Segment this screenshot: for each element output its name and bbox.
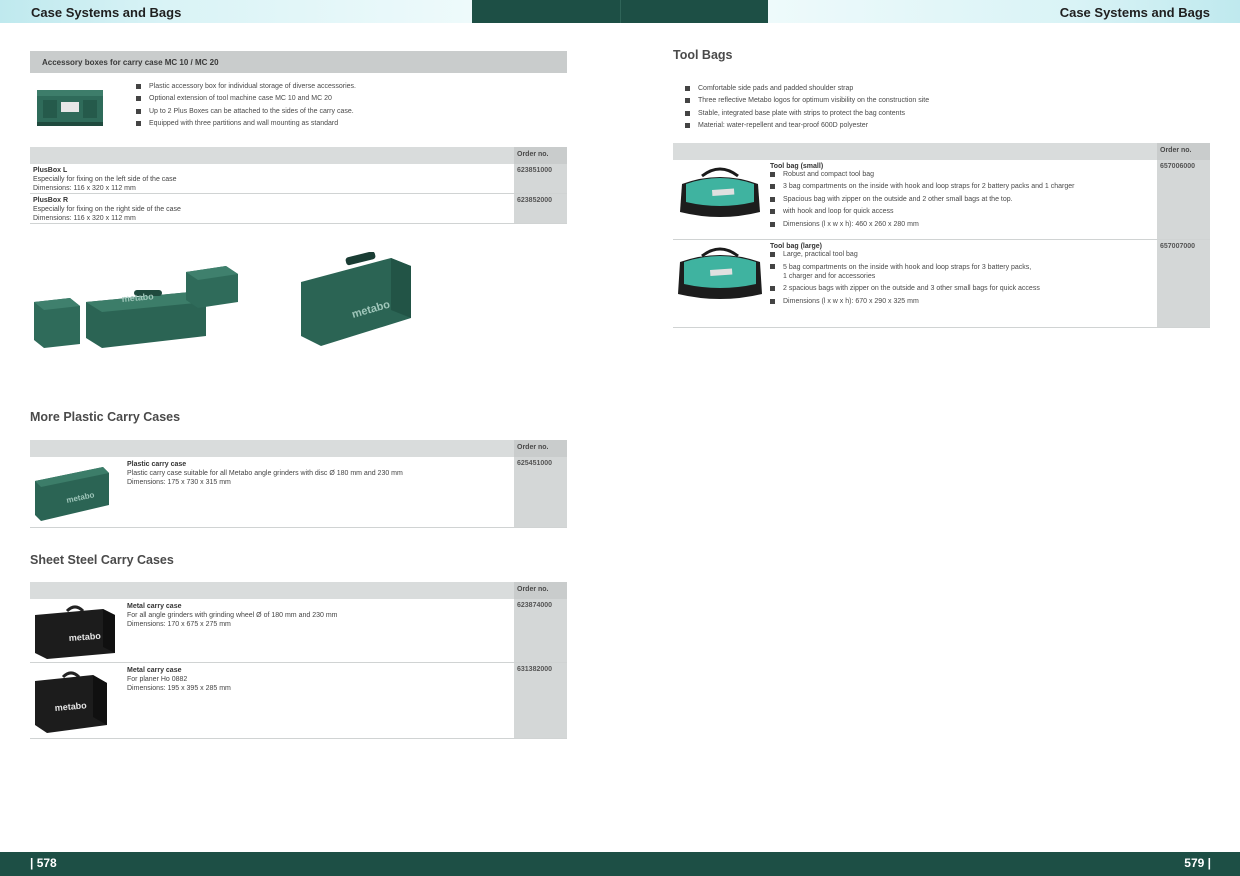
accessory-section-label: Accessory boxes for carry case MC 10 / M… — [42, 58, 219, 67]
product-title: Plastic carry case — [127, 461, 187, 468]
list-item: Equipped with three partitions and wall … — [136, 118, 356, 130]
table-row: PlusBox R Especially for fixing on the r… — [30, 194, 567, 224]
order-column — [1157, 160, 1210, 328]
order-number: 631382000 — [517, 666, 553, 673]
order-number: 623852000 — [517, 197, 553, 204]
order-column-header: Order no. — [1157, 143, 1210, 160]
tool-bags-table: Order no. Tool bag (small) Robust and co… — [673, 143, 1210, 328]
table-header — [30, 147, 514, 164]
list-item: with hook and loop for quick access — [770, 206, 1074, 218]
metal-carry-case-image: metabo — [35, 605, 115, 659]
list-item: Up to 2 Plus Boxes can be attached to th… — [136, 106, 356, 118]
product-dimensions: Dimensions: 175 x 730 x 315 mm — [127, 479, 231, 486]
tool-bags-bullet-list: Comfortable side pads and padded shoulde… — [685, 83, 929, 133]
list-item: Comfortable side pads and padded shoulde… — [685, 83, 929, 95]
case-logo-text: metabo — [121, 291, 154, 304]
page-number-right: 579 | — [1184, 856, 1211, 870]
order-number: 625451000 — [517, 460, 553, 467]
tool-bag-small-image — [680, 167, 760, 217]
table-row: metabo Plastic carry case Plastic carry … — [30, 457, 567, 528]
tool-bag-large-bullets: Large, practical tool bag 5 bag compartm… — [770, 249, 1040, 308]
product-title: PlusBox R — [33, 197, 69, 204]
list-item: Material: water-repellent and tear-proof… — [685, 120, 929, 132]
product-desc: Especially for fixing on the right side … — [33, 206, 181, 213]
plastic-cases-heading: More Plastic Carry Cases — [30, 410, 181, 424]
list-item: Robust and compact tool bag — [770, 169, 1074, 181]
order-column-header: Order no. — [514, 147, 567, 164]
table-row: PlusBox L Especially for fixing on the l… — [30, 164, 567, 194]
metal-carry-case-image: metabo — [35, 671, 107, 733]
header-right-band — [768, 0, 1240, 23]
table-header — [30, 440, 514, 457]
list-item: 3 bag compartments on the inside with ho… — [770, 181, 1074, 193]
order-column — [514, 164, 567, 224]
table-row: metabo Metal carry case For all angle gr… — [30, 599, 567, 663]
order-number: 657007000 — [1160, 243, 1196, 250]
case-logo-text: metabo — [54, 700, 87, 713]
large-plastic-case-image: metabo — [301, 252, 411, 346]
order-column-header: Order no. — [514, 582, 567, 599]
product-title: Tool bag (small) — [770, 163, 824, 170]
list-item: Stable, integrated base plate with strip… — [685, 108, 929, 120]
table-header — [30, 582, 514, 599]
table-row: Tool bag (small) Robust and compact tool… — [673, 160, 1210, 240]
order-number: 623851000 — [517, 167, 553, 174]
product-title: PlusBox L — [33, 167, 68, 174]
list-item: 5 bag compartments on the inside with ho… — [770, 261, 1040, 283]
accessory-section-bar: Accessory boxes for carry case MC 10 / M… — [30, 51, 567, 73]
accessory-bullet-list: Plastic accessory box for individual sto… — [136, 81, 356, 131]
product-desc: For all angle grinders with grinding whe… — [127, 612, 338, 619]
list-item: Dimensions (l x w x h): 460 x 260 x 280 … — [770, 219, 1074, 231]
order-number: 657006000 — [1160, 163, 1196, 170]
plastic-cases-table: Order no. metabo Plastic carry case Plas… — [30, 440, 567, 529]
list-item: Optional extension of tool machine case … — [136, 93, 356, 105]
product-dimensions: Dimensions: 116 x 320 x 112 mm — [33, 185, 136, 192]
case-system-assembly-image: metabo — [34, 266, 238, 348]
steel-cases-table: Order no. metabo Metal carry case For al… — [30, 582, 567, 740]
product-desc: Plastic carry case suitable for all Meta… — [127, 470, 403, 477]
product-title: Metal carry case — [127, 603, 182, 610]
list-item: Three reflective Metabo logos for optimu… — [685, 95, 929, 107]
case-logo-text: metabo — [68, 631, 101, 643]
tool-bag-small-bullets: Robust and compact tool bag 3 bag compar… — [770, 169, 1074, 231]
page-title-right: Case Systems and Bags — [1059, 5, 1210, 20]
tool-bags-heading: Tool Bags — [673, 48, 733, 62]
plusbox-image — [37, 90, 103, 126]
plastic-carry-case-image: metabo — [35, 467, 109, 521]
tool-bag-large-image — [678, 247, 762, 299]
page-number-left: | 578 — [30, 856, 57, 870]
product-dimensions: Dimensions: 170 x 675 x 275 mm — [127, 621, 231, 628]
list-item: Large, practical tool bag — [770, 249, 1040, 261]
table-row: Tool bag (large) Large, practical tool b… — [673, 240, 1210, 328]
list-item: 2 spacious bags with zipper on the outsi… — [770, 283, 1040, 295]
steel-cases-heading: Sheet Steel Carry Cases — [30, 553, 174, 567]
list-item: Dimensions (l x w x h): 670 x 290 x 325 … — [770, 296, 1040, 308]
table-header — [673, 143, 1157, 160]
product-title: Tool bag (large) — [770, 243, 822, 250]
order-column-header: Order no. — [514, 440, 567, 457]
page-title-left: Case Systems and Bags — [31, 5, 182, 20]
list-item-continuation: 1 charger and for accessories — [783, 273, 876, 281]
list-item: Spacious bag with zipper on the outside … — [770, 194, 1074, 206]
table-row: metabo Metal carry case For planer Ho 08… — [30, 663, 567, 739]
header-center-band — [472, 0, 768, 23]
header-left-band — [0, 0, 472, 23]
product-desc: For planer Ho 0882 — [127, 676, 188, 683]
product-dimensions: Dimensions: 116 x 320 x 112 mm — [33, 215, 136, 222]
order-column — [514, 457, 567, 528]
product-title: Metal carry case — [127, 667, 182, 674]
order-column — [514, 599, 567, 739]
footer-band: | 578 579 | — [0, 852, 1240, 876]
order-number: 623874000 — [517, 602, 553, 609]
accessory-table: Order no. PlusBox L Especially for fixin… — [30, 147, 567, 225]
product-desc: Especially for fixing on the left side o… — [33, 176, 177, 183]
product-dimensions: Dimensions: 195 x 395 x 285 mm — [127, 685, 231, 692]
list-item: Plastic accessory box for individual sto… — [136, 81, 356, 93]
